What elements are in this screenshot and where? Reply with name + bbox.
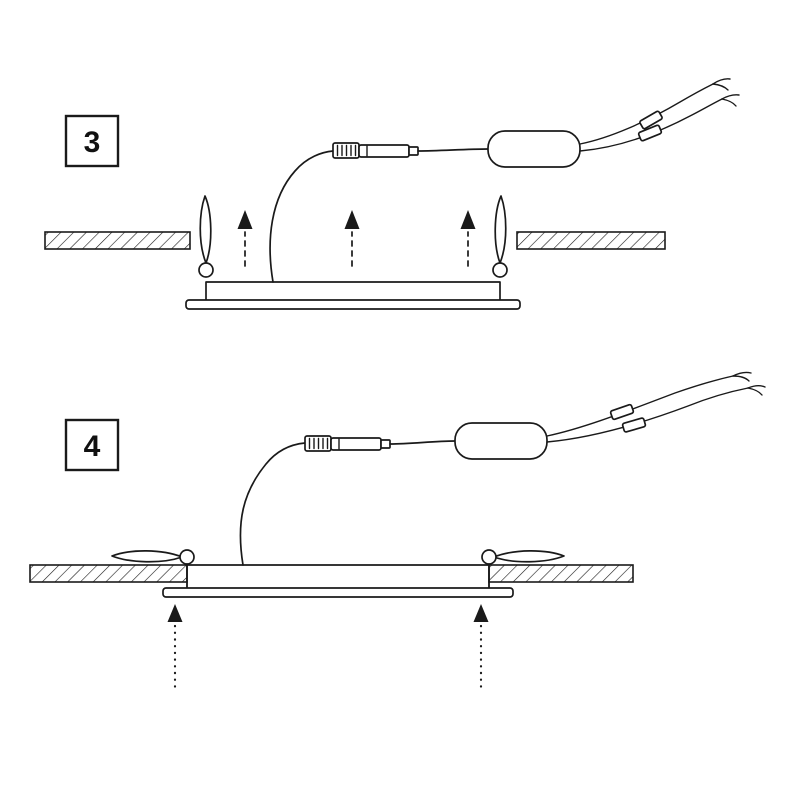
wire-tip bbox=[721, 94, 740, 100]
push-direction-arrow bbox=[344, 210, 360, 267]
arrow-head bbox=[237, 210, 253, 229]
fixture-body bbox=[205, 281, 501, 302]
wire-tip bbox=[747, 387, 763, 396]
mains-wiring bbox=[546, 371, 766, 443]
wire-tip bbox=[732, 371, 752, 377]
push-direction-arrow bbox=[460, 210, 476, 267]
connector-end bbox=[408, 146, 419, 156]
clip-blade bbox=[199, 195, 212, 264]
step-number: 3 bbox=[84, 126, 101, 159]
clip-blade bbox=[111, 550, 183, 563]
cable-connector bbox=[332, 142, 419, 159]
driver-lead-wire bbox=[389, 440, 456, 445]
clip-pivot bbox=[198, 262, 214, 278]
fixture-body bbox=[186, 564, 490, 590]
mains-wire bbox=[579, 83, 714, 145]
ceiling-right bbox=[516, 231, 666, 250]
clip-blade bbox=[494, 195, 507, 264]
trim-flange bbox=[162, 587, 514, 598]
clip-pivot bbox=[179, 549, 195, 565]
ceiling-right bbox=[488, 564, 634, 583]
arrow-head bbox=[167, 604, 183, 622]
mains-wire bbox=[579, 98, 723, 152]
push-direction-arrow bbox=[167, 604, 183, 690]
wire-tip bbox=[712, 78, 731, 85]
fixture-cable bbox=[269, 150, 334, 283]
step-number: 4 bbox=[84, 430, 101, 463]
wire-ferrule bbox=[621, 417, 647, 433]
ceiling-left bbox=[29, 564, 188, 583]
step-4-panel: 4 bbox=[29, 371, 766, 690]
wire-tip bbox=[712, 83, 729, 91]
push-direction-arrow bbox=[237, 210, 253, 267]
arrow-head bbox=[473, 604, 489, 622]
ceiling-left bbox=[44, 231, 191, 250]
clip-pivot bbox=[481, 549, 497, 565]
fixture-cable bbox=[239, 442, 306, 566]
mains-wiring bbox=[579, 78, 740, 152]
trim-flange bbox=[185, 299, 521, 310]
spring-clip-left bbox=[198, 195, 214, 278]
step-3-panel: 3 bbox=[44, 78, 740, 310]
wire-tip bbox=[747, 385, 766, 389]
step-number-box: 3 bbox=[64, 114, 120, 168]
spring-clip-left bbox=[111, 549, 195, 589]
mains-wire bbox=[546, 387, 749, 443]
driver-lead-wire bbox=[417, 148, 489, 152]
mains-wire bbox=[546, 375, 734, 437]
led-driver bbox=[454, 422, 548, 460]
led-driver bbox=[487, 130, 581, 168]
arrow-head bbox=[460, 210, 476, 229]
downlight-fixture bbox=[185, 281, 521, 310]
downlight-fixture bbox=[162, 564, 514, 598]
clip-blade bbox=[493, 550, 565, 563]
wire-tip bbox=[721, 98, 737, 107]
clip-pivot bbox=[492, 262, 508, 278]
arrow-head bbox=[344, 210, 360, 229]
wire-ferrule bbox=[637, 124, 663, 142]
step-number-box: 4 bbox=[64, 418, 120, 472]
cable-connector bbox=[304, 435, 391, 452]
push-direction-arrow bbox=[473, 604, 489, 690]
connector-end bbox=[380, 439, 391, 449]
spring-clip-right bbox=[492, 195, 508, 278]
wire-ferrule bbox=[609, 403, 635, 421]
wire-ferrule bbox=[639, 110, 663, 130]
wire-tip bbox=[732, 375, 750, 382]
